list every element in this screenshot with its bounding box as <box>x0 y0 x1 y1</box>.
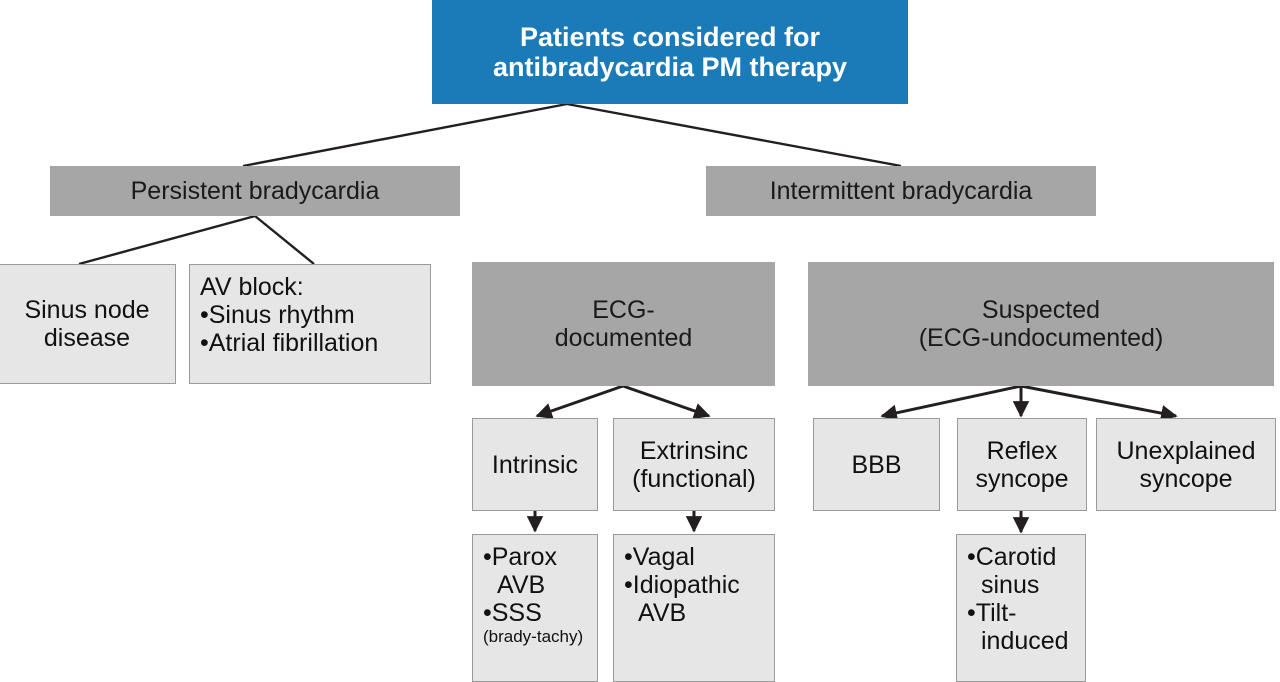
intrinsic-detail-line-3: •SSS <box>483 599 542 627</box>
bbb-label: BBB <box>851 450 902 479</box>
extrinsic-detail-line-1: •Vagal <box>624 543 695 571</box>
extrinsic-detail-line-2: •Idiopathic <box>624 571 740 599</box>
node-intrinsic: Intrinsic <box>472 418 598 511</box>
av-block-line-3: •Atrial fibrillation <box>200 329 379 357</box>
persistent-label: Persistent bradycardia <box>130 177 380 205</box>
unexplained-syncope-line-1: Unexplained <box>1116 436 1256 465</box>
root-line-1: Patients considered for <box>519 21 821 52</box>
node-persistent-bradycardia: Persistent bradycardia <box>50 166 460 216</box>
edge-persistent-to-av-block <box>254 215 315 265</box>
edge-suspected-to-bbb <box>880 384 1022 421</box>
node-sinus-node-disease: Sinus node disease <box>0 264 176 384</box>
node-bbb: BBB <box>813 418 940 511</box>
node-reflex-syncope-detail: •Carotid sinus •Tilt- induced <box>956 534 1086 682</box>
edge-ecg-to-intrinsic <box>535 384 624 419</box>
intrinsic-detail-line-1: •Parox <box>483 543 558 571</box>
node-intrinsic-detail: •Parox AVB •SSS (brady-tachy) <box>472 534 598 682</box>
reflex-syncope-line-2: syncope <box>975 464 1069 493</box>
node-extrinsic-functional: Extrinsinc (functional) <box>613 418 775 511</box>
av-block-line-1: AV block: <box>200 273 304 301</box>
reflex-detail-line-4: induced <box>981 627 1069 655</box>
edge-persistent-to-sinus-node <box>78 214 256 266</box>
sinus-node-line-1: Sinus node <box>24 296 150 324</box>
reflex-syncope-line-1: Reflex <box>986 436 1058 465</box>
edge-root-to-intermittent <box>566 102 902 168</box>
node-suspected-ecg-undocumented: Suspected (ECG-undocumented) <box>808 262 1274 386</box>
node-extrinsic-detail: •Vagal •Idiopathic AVB <box>613 534 775 682</box>
root-line-2: antibradycardia PM therapy <box>492 52 848 82</box>
node-reflex-syncope: Reflex syncope <box>957 418 1087 511</box>
extrinsic-detail-line-3: AVB <box>638 599 687 627</box>
node-av-block: AV block: •Sinus rhythm •Atrial fibrilla… <box>189 264 431 384</box>
extrinsic-line-1: Extrinsinc <box>639 436 749 465</box>
edge-suspected-to-unexplained-syncope <box>1020 384 1178 422</box>
node-root-patients-considered: Patients considered for antibradycardia … <box>432 0 908 104</box>
suspected-line-1: Suspected <box>981 296 1101 324</box>
reflex-detail-line-3: •Tilt- <box>967 599 1017 627</box>
ecg-documented-line-2: documented <box>554 324 693 352</box>
ecg-documented-line-1: ECG- <box>592 296 655 324</box>
node-ecg-documented: ECG- documented <box>472 262 775 386</box>
intermittent-label: Intermittent bradycardia <box>769 177 1033 205</box>
reflex-detail-line-1: •Carotid <box>967 543 1057 571</box>
edge-ecg-to-extrinsic <box>622 384 711 419</box>
suspected-line-2: (ECG-undocumented) <box>918 324 1164 352</box>
edge-root-to-persistent <box>242 102 568 168</box>
intrinsic-label: Intrinsic <box>491 450 579 479</box>
intrinsic-detail-line-2: AVB <box>497 571 546 599</box>
reflex-detail-line-2: sinus <box>981 571 1040 599</box>
intrinsic-detail-note: (brady-tachy) <box>483 627 584 646</box>
node-intermittent-bradycardia: Intermittent bradycardia <box>706 166 1096 216</box>
extrinsic-line-2: (functional) <box>632 464 756 493</box>
av-block-line-2: •Sinus rhythm <box>200 301 355 329</box>
sinus-node-line-2: disease <box>43 324 131 352</box>
unexplained-syncope-line-2: syncope <box>1139 464 1233 493</box>
node-unexplained-syncope: Unexplained syncope <box>1096 418 1276 511</box>
